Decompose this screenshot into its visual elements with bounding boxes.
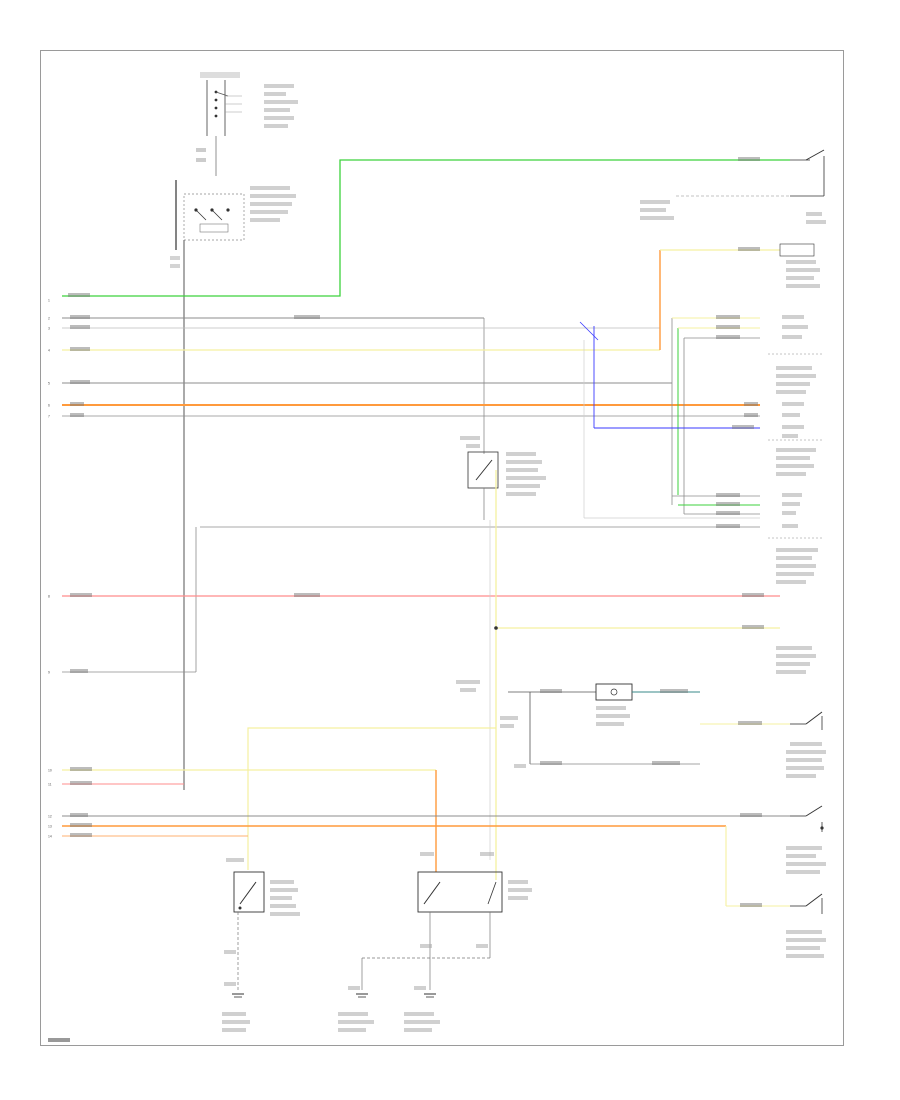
left-pin-number: 9 [48,671,50,675]
left-pin-number: 12 [48,815,52,819]
footer-code [48,1038,70,1042]
ecu-connector [200,321,824,584]
wire-red [62,593,780,597]
wire-orange-2 [62,823,790,907]
wire-yellow-3 [247,727,496,870]
wire-orange-3 [62,833,248,837]
left-pin-number: 8 [48,595,50,599]
top-right-switch [640,149,826,224]
left-pin-number: 4 [48,349,50,353]
right-switch-b [786,805,826,874]
orange-riser [659,243,820,350]
ground-2 [404,986,440,1032]
right-vertical-bundle [671,315,824,514]
left-pin-number: 7 [48,415,50,419]
left-pin-number: 2 [48,317,50,321]
left-pin-number: 6 [48,404,50,408]
diagram-frame [40,50,844,1046]
left-pin-number: 3 [48,327,50,331]
middle-relay [460,436,546,520]
fuse-relay-box [170,180,245,790]
brake-switch [222,858,300,1032]
left-pin-number: 1 [48,299,50,303]
yellow-trunk [489,470,816,880]
wire-gray-4 [62,413,760,417]
left-pin-number: 5 [48,382,50,386]
wire-red-2 [62,781,184,785]
left-pin-number: 10 [48,769,52,773]
right-connector-mid [594,402,824,476]
indicator-lamp [456,680,700,768]
wire-yellow-1 [62,347,660,351]
green-wire [62,157,790,297]
ignition-switch [196,72,242,176]
ground-1 [338,986,374,1032]
wire-gray-1 [62,315,485,454]
wire-gray-5 [62,813,790,817]
wire-orange-1 [62,402,760,406]
wire-gray-3 [62,380,672,384]
left-pin-number: 14 [48,835,52,839]
right-switch-a [700,711,826,778]
left-pin-number: 11 [48,783,52,787]
gray-left-drop [62,527,197,673]
wire-yellow-2 [62,767,437,872]
right-switch-c [786,893,826,958]
fuse-relay-box-text [250,186,296,222]
ignition-switch-text [264,84,298,128]
shift-lock-switch [361,852,532,990]
left-pin-number: 13 [48,825,52,829]
wire-gray-2 [62,325,660,329]
